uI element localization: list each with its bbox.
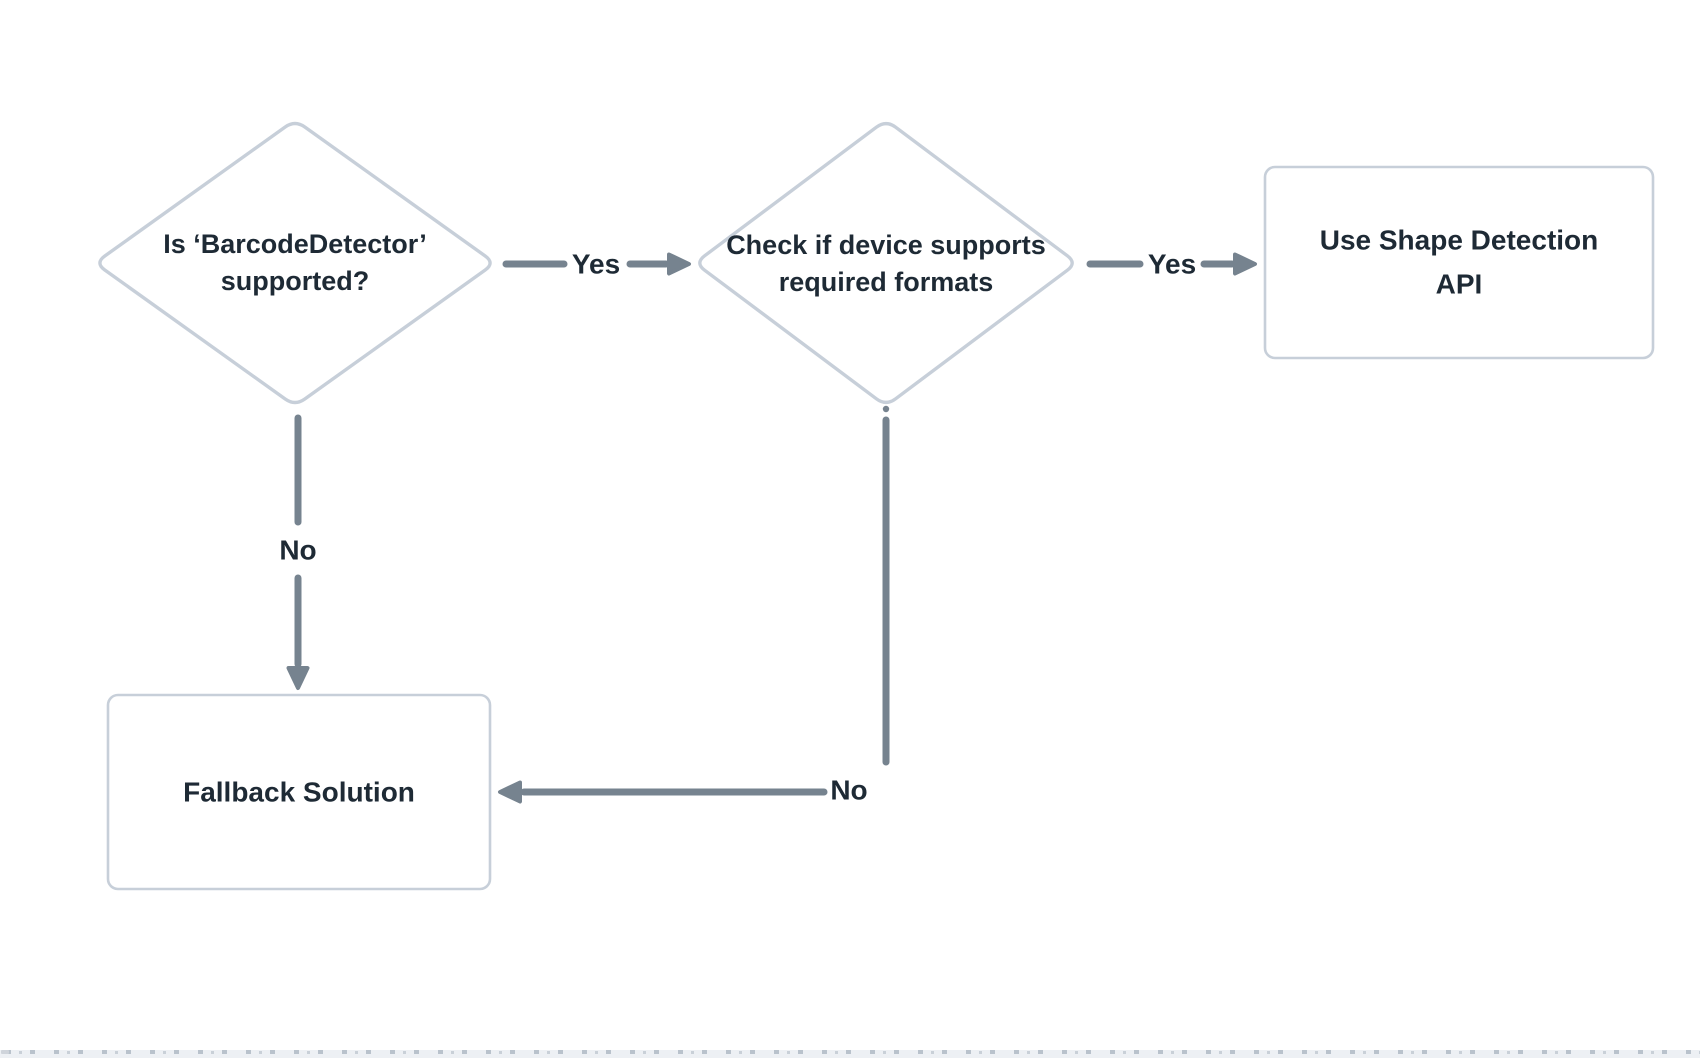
edge-no-to-fallback: No: [279, 414, 317, 690]
arrowhead-left-icon: [498, 780, 522, 804]
node-fallback-solution: Fallback Solution: [106, 693, 492, 891]
node-label-line: API: [1436, 269, 1483, 300]
node-shape-detection-api: Use Shape Detection API: [1263, 165, 1655, 360]
node-barcode-supported: Is ‘BarcodeDetector’ supported?: [98, 121, 492, 405]
node-label-line: Check if device supports: [726, 230, 1046, 260]
cutoff-footer-strip: [0, 1050, 1700, 1058]
node-label: Fallback Solution: [183, 777, 415, 808]
edge-label-no: No: [279, 535, 316, 566]
edge-no-from-check-formats-to-fallback: No: [498, 405, 890, 806]
edge-yes-to-shape-detection: Yes: [1086, 249, 1257, 280]
decision-diamond: [98, 121, 492, 405]
edge-yes-to-check-formats: Yes: [502, 249, 691, 280]
process-rect: [106, 693, 492, 891]
node-label-line: required formats: [779, 267, 994, 297]
edge-label-no: No: [830, 775, 867, 806]
edge-label-yes: Yes: [572, 249, 620, 280]
decision-diamond: [698, 121, 1074, 405]
process-rect: [1263, 165, 1655, 360]
arrowhead-down-icon: [286, 666, 310, 690]
arrowhead-right-icon: [1233, 252, 1257, 276]
node-label-line: Is ‘BarcodeDetector’: [163, 229, 427, 259]
node-label-line: Use Shape Detection: [1320, 225, 1599, 256]
arrowhead-right-icon: [667, 252, 691, 276]
cutoff-corner-artifact: [1, 1050, 9, 1054]
node-check-formats: Check if device supports required format…: [698, 121, 1074, 405]
edge-origin-dot: [882, 405, 890, 413]
node-label-line: supported?: [221, 266, 370, 296]
edge-label-yes: Yes: [1148, 249, 1196, 280]
